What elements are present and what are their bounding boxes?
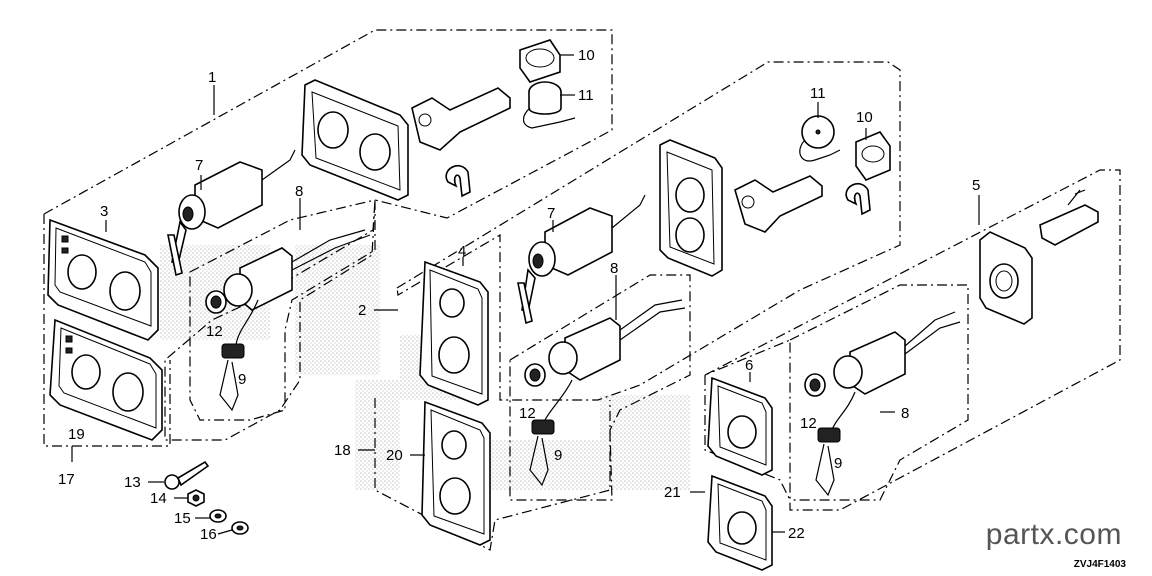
- panel-6: [707, 376, 773, 476]
- assembly-outline-1: [43, 29, 613, 441]
- callout-5: 5: [972, 177, 980, 194]
- callout-13: 13: [124, 474, 141, 491]
- callout-8b: 8: [610, 260, 618, 277]
- panel-3: [47, 218, 159, 341]
- bracket-top: [411, 87, 511, 151]
- callout-12c: 12: [800, 415, 817, 432]
- washer-12-left: [205, 290, 227, 314]
- callout-11a: 11: [578, 87, 594, 104]
- buzzer-11-right: [799, 115, 841, 162]
- ignition-switch-center: [517, 194, 646, 325]
- stop-switch-left: [223, 229, 371, 311]
- plate-center: [659, 139, 723, 277]
- washer-15: [209, 509, 227, 523]
- cap-10-top: [519, 39, 561, 83]
- callout-14: 14: [150, 490, 167, 507]
- callout-9c: 9: [834, 455, 842, 472]
- diagram-code: ZVJ4F1403: [1073, 559, 1126, 570]
- callout-12b: 12: [519, 405, 536, 422]
- assembly-outline-8b: [509, 274, 691, 501]
- buzzer-11-top: [522, 81, 576, 129]
- bracket-right: [734, 175, 823, 233]
- washer-12-right: [804, 373, 826, 397]
- lanyard-right: [815, 391, 856, 497]
- callout-8a: 8: [295, 183, 303, 200]
- callout-16: 16: [200, 526, 217, 543]
- stop-switch-center: [548, 299, 686, 381]
- panel-22: [707, 474, 773, 571]
- panel-20: [421, 400, 491, 546]
- nut-14: [187, 489, 205, 507]
- callout-20: 20: [386, 447, 403, 464]
- callout-6: 6: [745, 357, 753, 374]
- callout-15: 15: [174, 510, 191, 527]
- callout-2: 2: [358, 302, 366, 319]
- callout-7a: 7: [195, 157, 203, 174]
- callout-3: 3: [100, 203, 108, 220]
- assembly-outline-17: [43, 214, 171, 447]
- clip-right: [845, 183, 871, 216]
- callout-21: 21: [664, 484, 681, 501]
- plate-right: [979, 231, 1033, 325]
- brand-watermark: partx.com: [985, 518, 1122, 551]
- assembly-outline-5: [704, 169, 1121, 511]
- callout-12a: 12: [206, 323, 223, 340]
- callout-1: 1: [208, 69, 216, 86]
- watermark: [160, 245, 690, 490]
- callouts: 1 2 3 4 5 6 7 7 8 8 8 9 9 9 10 10 11 11 …: [58, 47, 980, 543]
- callout-22: 22: [788, 525, 805, 542]
- washer-16: [231, 521, 249, 535]
- assembly-outline-8c: [789, 284, 969, 501]
- callout-19: 19: [68, 426, 85, 443]
- leader-lines: [71, 54, 980, 535]
- panel-4: [419, 260, 489, 406]
- assembly-outline-18: [374, 398, 611, 551]
- stop-switch-right: [833, 311, 961, 395]
- lanyard-left: [219, 299, 259, 412]
- callout-9b: 9: [554, 447, 562, 464]
- ignition-switch-left: [167, 149, 296, 277]
- assembly-outline-2: [396, 61, 901, 401]
- clip-top: [445, 165, 471, 198]
- callout-7b: 7: [547, 205, 555, 222]
- plate-top-left: [301, 79, 409, 201]
- callout-10a: 10: [578, 47, 595, 64]
- callout-4: 4: [458, 243, 466, 260]
- callout-10b: 10: [856, 109, 873, 126]
- lanyard-center: [529, 379, 573, 487]
- bolt-13: [164, 460, 210, 490]
- panel-19: [49, 318, 163, 441]
- bracket-far-right: [1039, 189, 1099, 246]
- callout-11b: 11: [810, 85, 826, 102]
- callout-8c: 8: [901, 405, 909, 422]
- callout-17: 17: [58, 471, 75, 488]
- callout-9a: 9: [238, 371, 246, 388]
- callout-18: 18: [334, 442, 351, 459]
- cap-10-right: [855, 131, 891, 181]
- washer-12-center: [524, 363, 546, 387]
